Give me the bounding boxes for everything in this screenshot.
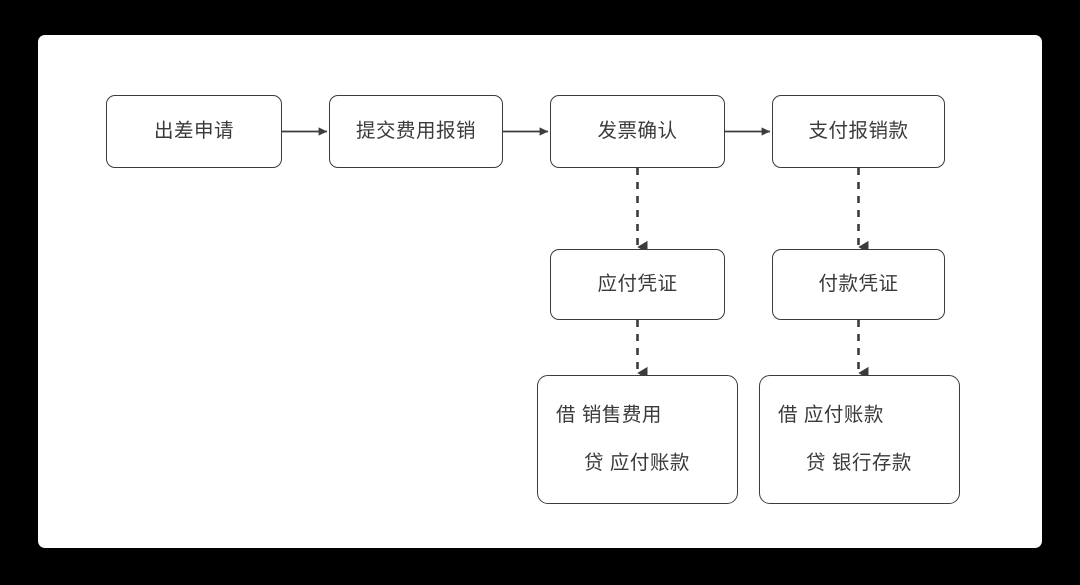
node-label: 提交费用报销: [355, 119, 476, 142]
node-label: 付款凭证: [818, 272, 899, 295]
node-payment-voucher[interactable]: 付款凭证: [772, 249, 945, 320]
node-label: 发票确认: [597, 119, 678, 142]
node-payable-voucher[interactable]: 应付凭证: [550, 249, 725, 320]
journal-credit-line: 贷 应付账款: [584, 451, 690, 474]
journal-credit-line: 贷 银行存款: [806, 451, 912, 474]
node-invoice-confirmation[interactable]: 发票确认: [550, 95, 725, 168]
journal-debit-line: 借 销售费用: [556, 404, 662, 427]
node-trip-application[interactable]: 出差申请: [106, 95, 282, 168]
node-label: 应付凭证: [597, 272, 678, 295]
node-pay-reimbursement[interactable]: 支付报销款: [772, 95, 945, 168]
node-label: 出差申请: [153, 119, 234, 142]
node-journal-entry-payment[interactable]: 借 应付账款 贷 银行存款: [759, 375, 960, 504]
node-submit-expense-claim[interactable]: 提交费用报销: [329, 95, 503, 168]
journal-debit-line: 借 应付账款: [778, 404, 884, 427]
node-label: 支付报销款: [808, 119, 909, 142]
node-journal-entry-expense[interactable]: 借 销售费用 贷 应付账款: [537, 375, 738, 504]
